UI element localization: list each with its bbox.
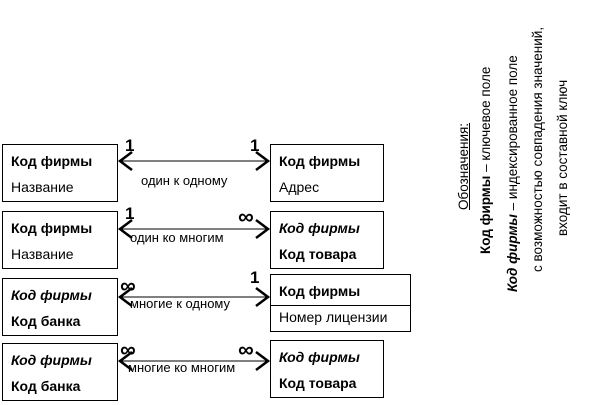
legend-idx-desc: – индексированное поле: [505, 55, 520, 215]
legend-idx-desc2: с возможностью совпадения значений,: [530, 26, 545, 272]
table-right-4: Код фирмы Код товара: [270, 340, 384, 398]
cardinality-right-2: ∞: [238, 204, 254, 229]
table-left-2: Код фирмы Название: [2, 211, 118, 269]
table-right-1: Код фирмы Адрес: [270, 144, 384, 202]
cardinality-left-1: 1: [125, 136, 135, 155]
cardinality-right-4: ∞: [238, 337, 254, 362]
field-left-2-2: Название: [11, 246, 74, 262]
arrow-left-2: [117, 219, 133, 239]
cardinality-left-2: 1: [125, 204, 135, 223]
legend-idx-term: Код фирмы: [505, 214, 520, 292]
arrow-left-1: [117, 151, 133, 171]
cardinality-right-3: 1: [250, 268, 260, 287]
table-right-2: Код фирмы Код товара: [270, 211, 384, 269]
arrow-left-3: [117, 287, 133, 307]
table-left-4: Код фирмы Код банка: [2, 343, 118, 401]
legend-key-desc: – ключевое поле: [478, 66, 493, 176]
field-right-4-1: Код фирмы: [279, 349, 360, 365]
field-right-3-1: Код фирмы: [279, 283, 361, 299]
relation-label-2: один ко многим: [130, 230, 224, 245]
relation-label-4: многие ко многим: [128, 360, 236, 375]
cardinality-left-4: ∞: [120, 337, 136, 362]
relation-label-3: многие к одному: [130, 296, 231, 311]
relation-label-1: один к одному: [141, 173, 228, 188]
arrow-right-1: [255, 151, 271, 171]
table-left-3: Код фирмы Код банка: [2, 278, 118, 336]
field-right-2-1: Код фирмы: [279, 220, 360, 236]
legend: Обозначения: Код фирмы – ключевое поле К…: [450, 5, 600, 400]
field-left-1-2: Название: [11, 179, 74, 195]
field-left-3-2: Код банка: [11, 313, 81, 329]
field-right-4-2: Код товара: [279, 375, 357, 391]
field-right-2-2: Код товара: [279, 246, 357, 262]
field-right-1-1: Код фирмы: [279, 153, 361, 169]
field-right-3-2: Номер лицензии: [279, 309, 388, 325]
field-left-2-1: Код фирмы: [11, 220, 93, 236]
field-left-1-1: Код фирмы: [11, 153, 93, 169]
arrow-right-3: [255, 287, 271, 307]
legend-idx-line: Код фирмы – индексированное поле: [505, 55, 520, 292]
table-right-3: Код фирмы Номер лицензии: [270, 274, 411, 332]
field-left-3-1: Код фирмы: [11, 287, 92, 303]
legend-key-term: Код фирмы: [478, 175, 493, 254]
table-right-3-divider: [271, 305, 410, 306]
field-left-4-1: Код фирмы: [11, 352, 92, 368]
arrow-left-4: [117, 351, 133, 371]
arrow-right-2: [255, 219, 271, 239]
cardinality-left-3: ∞: [120, 273, 136, 298]
legend-key-line: Код фирмы – ключевое поле: [478, 67, 493, 254]
legend-title: Обозначения:: [456, 122, 471, 210]
arrow-right-4: [255, 351, 271, 371]
cardinality-right-1: 1: [250, 136, 260, 155]
field-right-1-2: Адрес: [279, 179, 320, 195]
legend-idx-desc3: входит в составной ключ: [555, 79, 570, 236]
field-left-4-2: Код банка: [11, 378, 81, 394]
table-left-1: Код фирмы Название: [2, 144, 118, 202]
